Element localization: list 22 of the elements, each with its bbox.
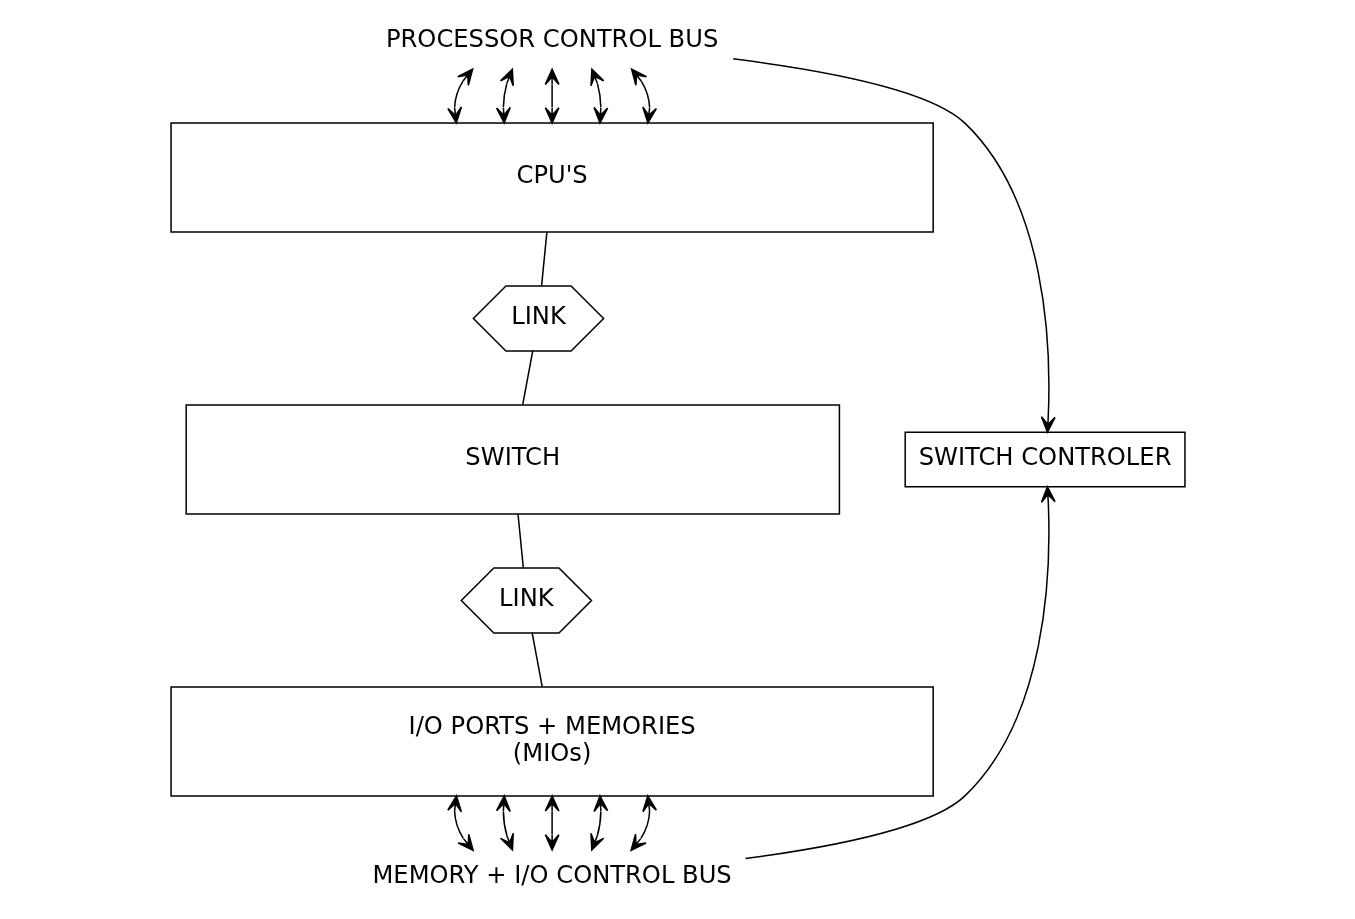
connector [516,513,524,570]
arrow [629,795,657,852]
node-text: MEMORY + I/O CONTROL BUS [372,861,732,890]
node-box: I/O PORTS + MEMORIES (MIOs) [169,686,934,797]
connector [521,349,534,406]
connector [540,231,548,288]
arrow [495,795,514,851]
node-box: CPU'S [169,122,934,233]
node-text: PROCESSOR CONTROL BUS [385,25,718,54]
arrow [544,68,560,124]
arrow [744,486,1056,860]
arrow [544,795,560,851]
arrow [589,795,608,851]
arrow [630,68,657,124]
node-box: SWITCH CONTROLER [903,431,1186,488]
arrow [446,68,473,124]
arrow [589,68,608,124]
connector [530,631,543,688]
node-box: SWITCH [184,404,840,515]
arrow [731,58,1056,433]
arrow [495,68,514,124]
arrow [446,795,474,852]
